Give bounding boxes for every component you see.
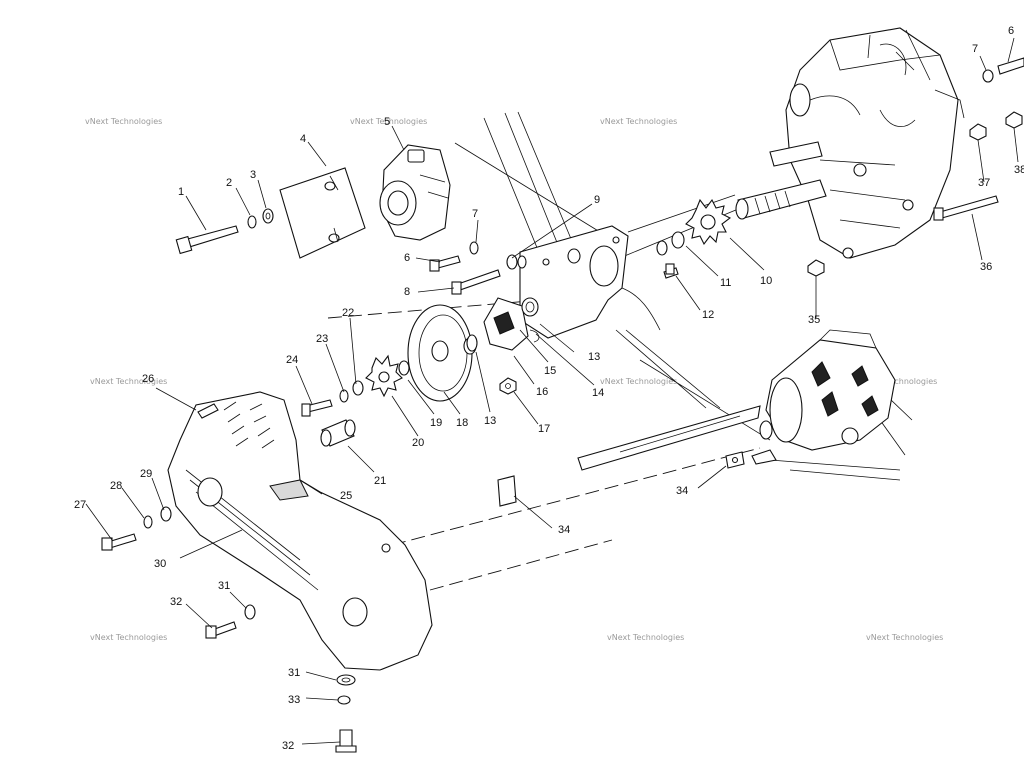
callout-13: 13 (484, 415, 496, 427)
cover-plate (279, 167, 366, 259)
chaincase-cover (167, 391, 433, 671)
chassis-frame (327, 111, 913, 591)
callout-36: 36 (980, 261, 992, 273)
callout-11: 11 (720, 277, 731, 289)
callout-27: 27 (74, 499, 86, 511)
callout-6: 6 (404, 252, 410, 264)
sprocket-small (365, 354, 410, 398)
callout-25: 25 (340, 490, 352, 502)
callout-labels: 1 2 3 4 5 6 7 8 9 10 11 12 13 13 14 15 1… (74, 25, 1024, 752)
callout-16: 16 (536, 386, 548, 398)
callout-32: 32 (282, 740, 294, 752)
callout-6: 6 (1008, 25, 1014, 37)
mounting-bracket (519, 225, 661, 339)
callout-24: 24 (286, 354, 298, 366)
leader-lines (85, 37, 1019, 745)
watermark: vNext Technologies (90, 377, 167, 386)
callout-5: 5 (384, 116, 390, 128)
callout-9: 9 (594, 194, 600, 206)
callout-28: 28 (110, 480, 122, 492)
hardware (101, 57, 1024, 753)
spacer-sleeve (320, 419, 356, 447)
callout-13: 13 (588, 351, 600, 363)
slide-rail (577, 405, 761, 471)
watermark: vNext Technologies (85, 117, 162, 126)
callout-30: 30 (154, 558, 166, 570)
gearcase-housing (735, 27, 965, 259)
callout-29: 29 (140, 468, 152, 480)
callout-21: 21 (374, 475, 386, 487)
callout-10: 10 (760, 275, 772, 287)
callout-38: 38 (1014, 164, 1024, 176)
callout-19: 19 (430, 417, 442, 429)
watermark: vNext Technologies (600, 377, 677, 386)
callout-22: 22 (342, 307, 354, 319)
callout-26: 26 (142, 373, 154, 385)
callout-14: 14 (592, 387, 604, 399)
callout-31: 31 (288, 667, 300, 679)
watermark: vNext Technologies (607, 633, 684, 642)
sheave-disc (407, 304, 477, 402)
callout-34: 34 (558, 524, 570, 536)
actuator-housing (379, 144, 451, 241)
watermark: vNext Technologies (90, 633, 167, 642)
watermark: vNext Technologies (866, 633, 943, 642)
hub-assembly (483, 297, 540, 351)
callout-37: 37 (978, 177, 990, 189)
callout-18: 18 (456, 417, 468, 429)
callout-23: 23 (316, 333, 328, 345)
callout-2: 2 (226, 177, 232, 189)
watermark: vNext Technologies (860, 377, 937, 386)
callout-8: 8 (404, 286, 410, 298)
callout-35: 35 (808, 314, 820, 326)
caliper-housing (759, 329, 896, 451)
callout-32: 32 (170, 596, 182, 608)
callout-4: 4 (300, 133, 306, 145)
callout-3: 3 (250, 169, 256, 181)
clip-brackets (497, 449, 777, 507)
callout-33: 33 (288, 694, 300, 706)
callout-34: 34 (676, 485, 688, 497)
callout-17: 17 (538, 423, 550, 435)
callout-12: 12 (702, 309, 714, 321)
watermark: vNext Technologies (600, 117, 677, 126)
sprocket-drive (671, 198, 732, 249)
callout-7: 7 (472, 208, 478, 220)
callout-1: 1 (178, 186, 184, 198)
callout-7: 7 (972, 43, 978, 55)
watermark: vNext Technologies (350, 117, 427, 126)
callout-31: 31 (218, 580, 230, 592)
callout-15: 15 (544, 365, 556, 377)
callout-20: 20 (412, 437, 424, 449)
